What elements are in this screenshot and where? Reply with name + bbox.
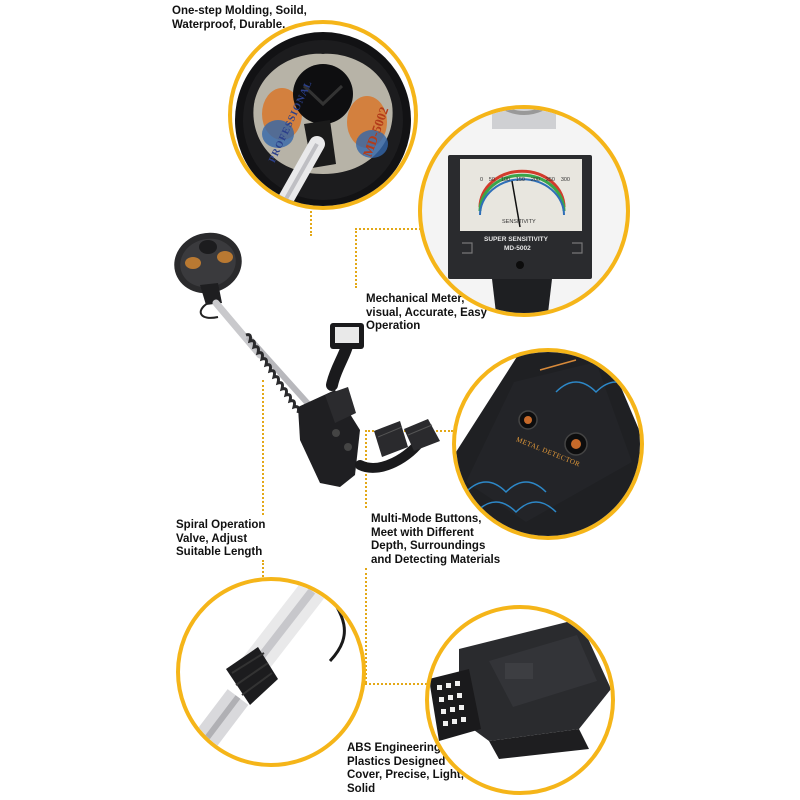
spiral-feature-label: Spiral Operation Valve, Adjust Suitable …: [176, 519, 266, 558]
meter-scale-label: SENSITIVITY: [502, 219, 536, 225]
meter-panel-model: MD-5002: [504, 245, 531, 252]
connector-line: [262, 560, 264, 585]
connector-line: [262, 380, 264, 515]
meter-scale: 0 50 100 150 200 250 300: [480, 177, 570, 183]
connector-line: [355, 228, 425, 230]
meter-tick-label: 0: [480, 177, 484, 183]
meter-tick-label: 300: [560, 177, 570, 183]
spiral-valve-detail-circle: [176, 577, 366, 767]
coil-feature-label: One-step Molding, Soild, Waterproof, Dur…: [172, 5, 307, 31]
meter-panel-text: SUPER SENSITIVITY: [484, 236, 548, 243]
control-panel-detail-circle: METAL DETECTOR: [452, 348, 644, 540]
connector-line: [355, 228, 357, 288]
meter-detail-circle: 0 50 100 150 200 250 300 SENSITIVITY SUP…: [418, 105, 630, 317]
abs-feature-label: ABS Engineering Plastics Designed Cover,…: [347, 742, 464, 795]
meter-tick-label: 100: [500, 177, 510, 183]
connector-line: [310, 196, 312, 236]
abs-housing-detail-circle: [425, 605, 615, 795]
meter-tick-label: 250: [545, 177, 555, 183]
buttons-feature-label: Multi-Mode Buttons, Meet with Different …: [371, 513, 501, 566]
coil-detail-circle: MD-5002 PROFESSIONAL: [228, 20, 418, 210]
metal-detector-product-image: [160, 225, 460, 505]
connector-line: [365, 683, 427, 685]
meter-tick-label: 150: [515, 177, 525, 183]
meter-tick-label: 200: [530, 177, 540, 183]
meter-feature-label: Mechanical Meter, visual, Accurate, Easy…: [366, 293, 488, 332]
connector-line: [365, 568, 367, 683]
meter-tick-label: 50: [488, 177, 495, 183]
